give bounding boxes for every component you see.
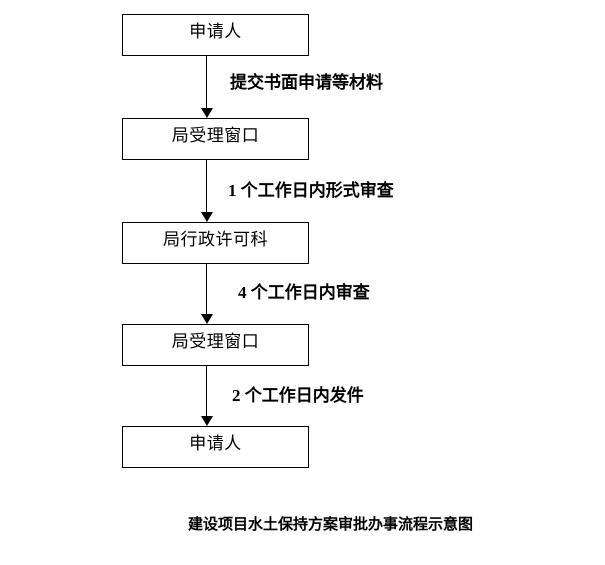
flow-node-applicant-start: 申请人 — [122, 14, 309, 56]
flow-node-acceptance-window-1: 局受理窗口 — [122, 118, 309, 160]
flow-node-licensing-section: 局行政许可科 — [122, 222, 309, 264]
edge-line-4 — [206, 366, 207, 416]
edge-label-submit-materials: 提交书面申请等材料 — [230, 73, 383, 92]
edge-label-issue-document: 2 个工作日内发件 — [232, 386, 364, 405]
flow-node-applicant-end: 申请人 — [122, 426, 309, 468]
flow-node-acceptance-window-2: 局受理窗口 — [122, 324, 309, 366]
flowchart-caption: 建设项目水土保持方案审批办事流程示意图 — [188, 517, 474, 533]
arrow-down-icon — [201, 314, 213, 324]
edge-label-review: 4 个工作日内审查 — [238, 283, 370, 302]
arrow-down-icon — [201, 416, 213, 426]
edge-line-1 — [206, 56, 207, 108]
edge-label-formal-review: 1 个工作日内形式审查 — [228, 181, 394, 200]
edge-line-3 — [206, 264, 207, 314]
arrow-down-icon — [201, 212, 213, 222]
edge-line-2 — [206, 160, 207, 212]
arrow-down-icon — [201, 108, 213, 118]
